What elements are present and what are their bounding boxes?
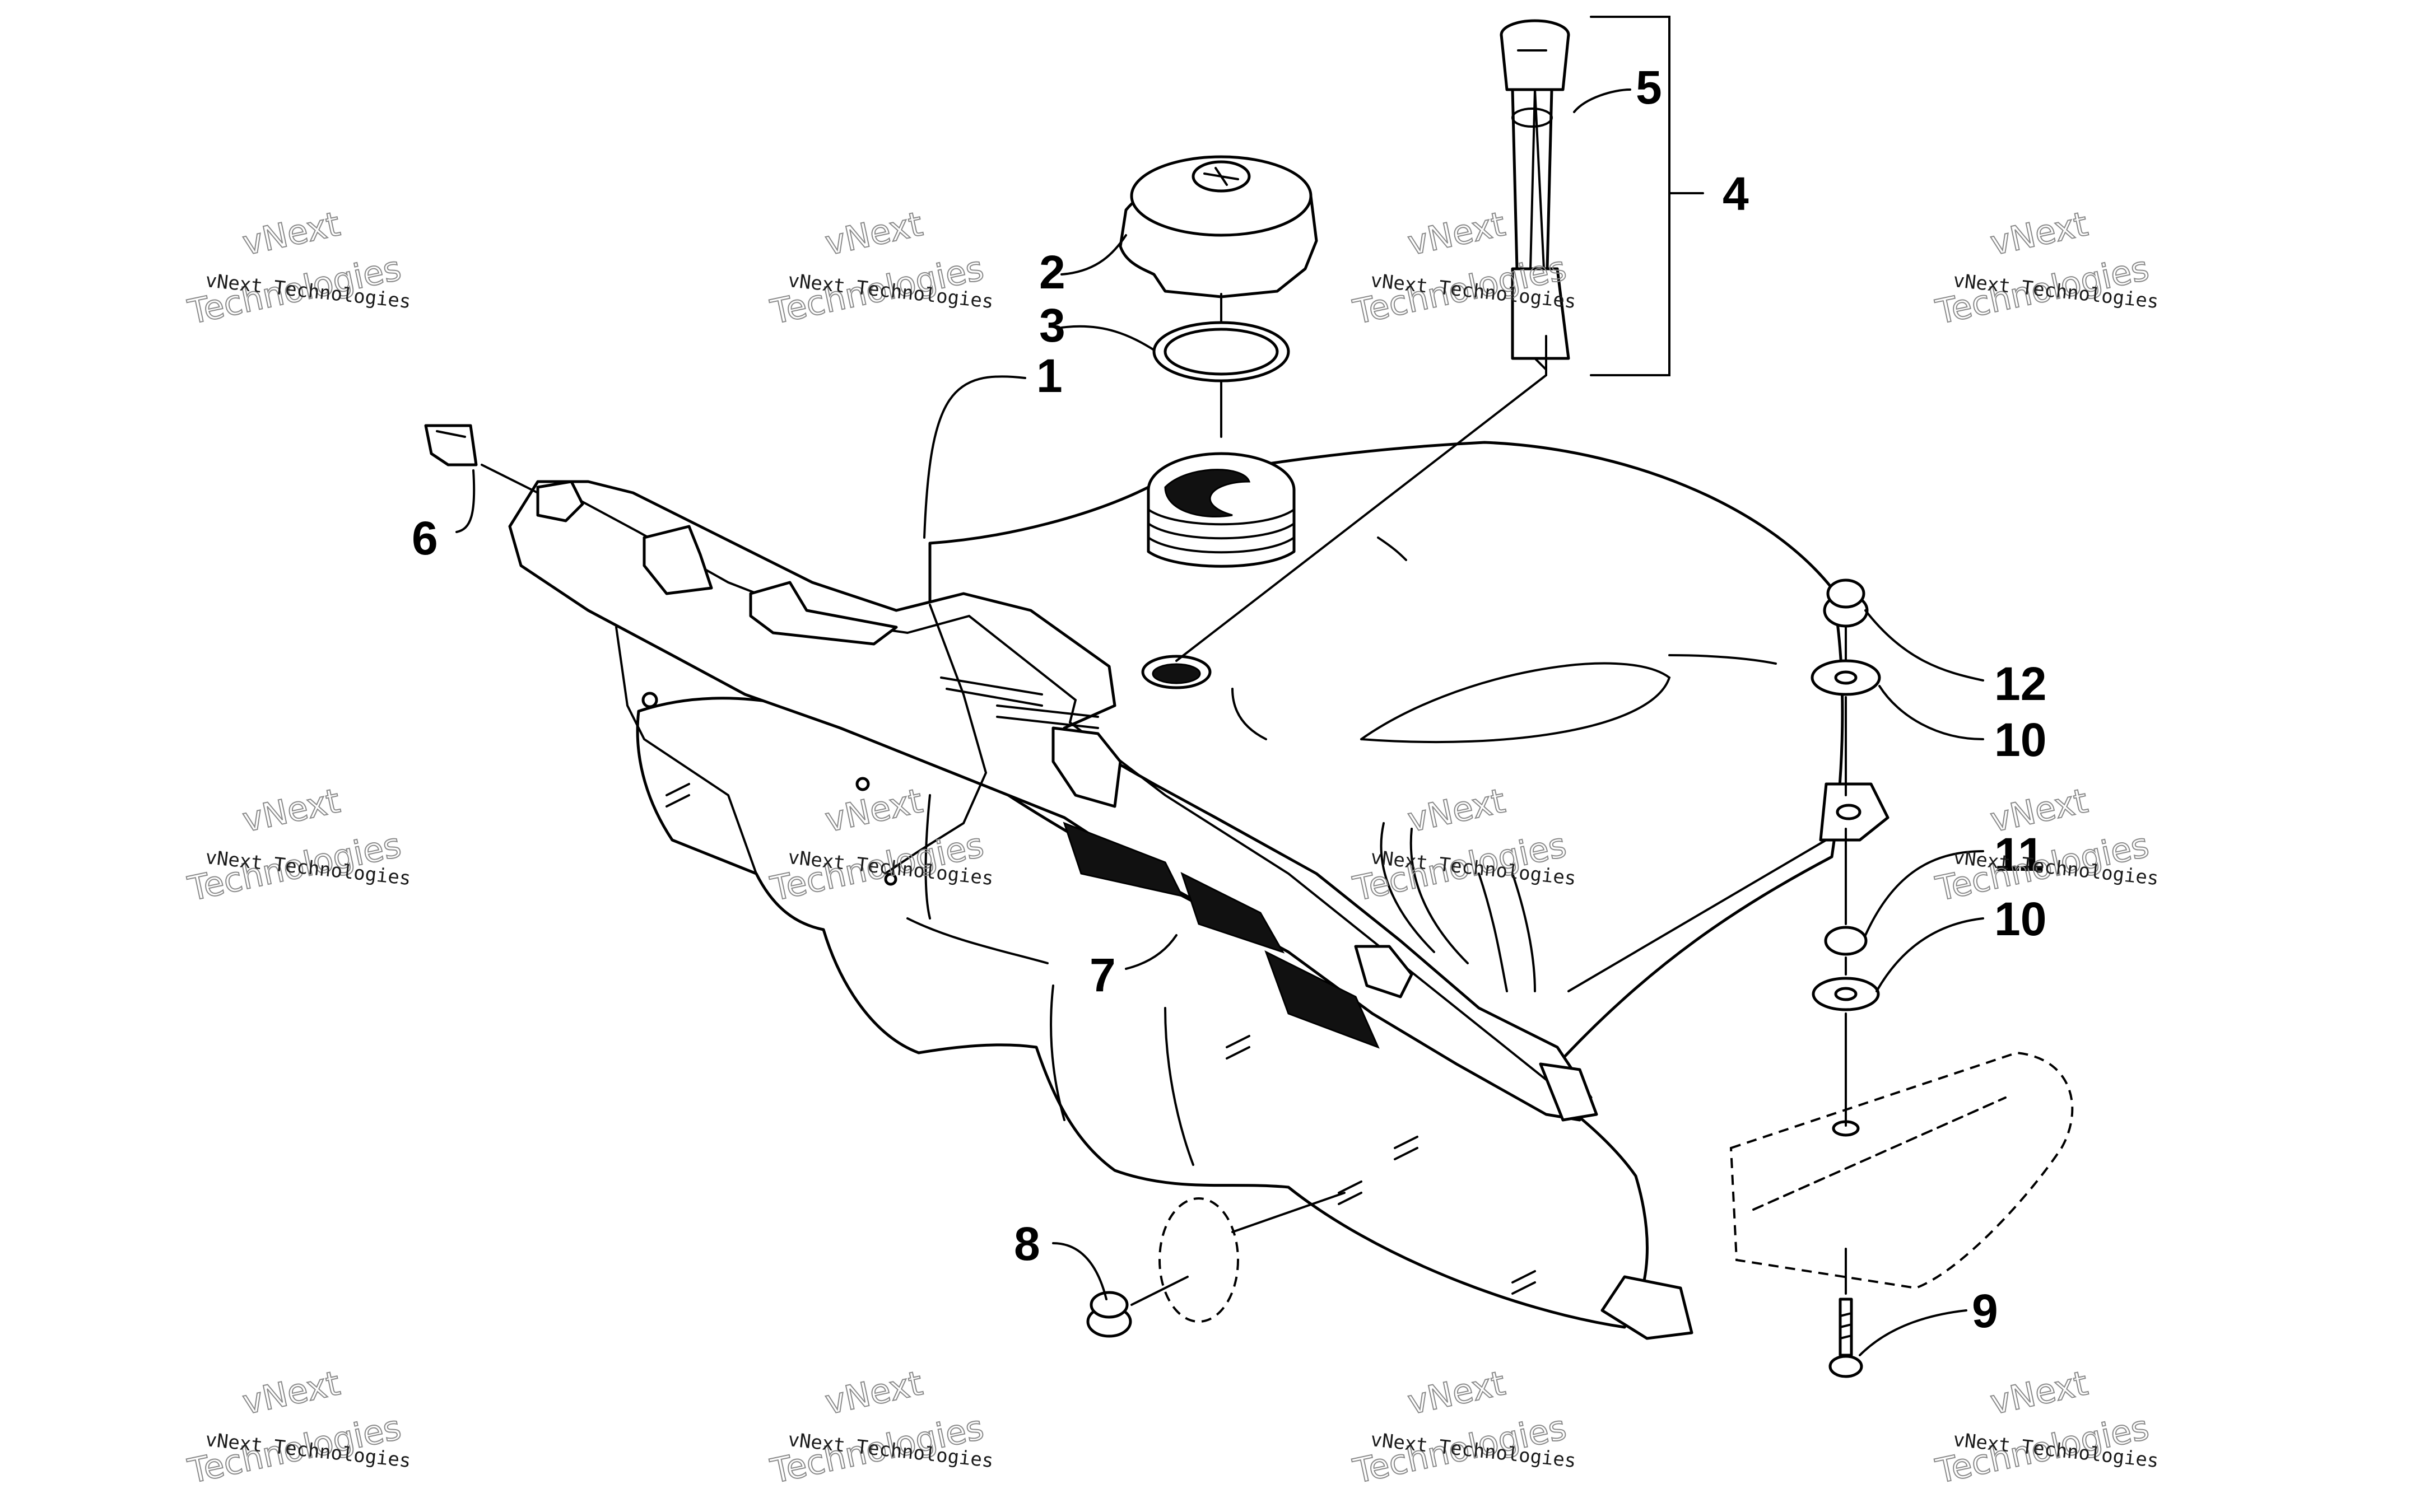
- callout-10-lower: 10: [1994, 893, 2046, 945]
- watermark-brand-5: vNext: [239, 781, 343, 840]
- watermark-brand-4: vNext: [1987, 204, 2091, 263]
- callout-8: 8: [1014, 1217, 1040, 1270]
- flange-nut: [1086, 1291, 1132, 1338]
- watermark-brand-11: vNext: [1404, 1364, 1509, 1422]
- filler-neck: [1147, 452, 1296, 568]
- fuel-cap: [1119, 155, 1318, 298]
- callout-3: 3: [1039, 299, 1065, 352]
- clip-nut: [424, 424, 478, 466]
- callout-4: 4: [1723, 167, 1749, 220]
- callout-2: 2: [1039, 246, 1065, 298]
- watermark-brand-9: vNext: [239, 1364, 343, 1422]
- callout-10-upper: 10: [1994, 713, 2046, 766]
- watermark-brand-12: vNext: [1987, 1364, 2091, 1422]
- cap-gasket: [1152, 321, 1290, 382]
- footwell-panel: [1729, 1051, 2074, 1290]
- watermark-brand-1: vNext: [239, 204, 343, 263]
- watermark-brand-10: vNext: [822, 1364, 926, 1422]
- watermark-brand-3: vNext: [1404, 204, 1509, 263]
- mounting-grommet: [1158, 1197, 1239, 1323]
- tank-mounting-frame: [508, 480, 1693, 1340]
- callout-labels: 1 2 3 4 5 6 7 8 9 10 10 11 12: [412, 61, 2046, 1337]
- callout-12: 12: [1994, 657, 2046, 710]
- upper-washer: [1811, 659, 1881, 696]
- callout-7: 7: [1090, 949, 1116, 1001]
- mounting-bolt: [1828, 1298, 1863, 1378]
- callout-1: 1: [1036, 349, 1063, 402]
- callout-6: 6: [412, 512, 438, 564]
- watermark-brand-2: vNext: [822, 204, 926, 263]
- lower-washer: [1812, 977, 1880, 1011]
- callout-9: 9: [1972, 1285, 1998, 1337]
- callout-11: 11: [1994, 828, 2044, 881]
- callout-5: 5: [1636, 61, 1662, 114]
- fuel-sender-assembly: [1500, 19, 1570, 371]
- top-nut: [1823, 578, 1869, 628]
- item-4-bracket: [1590, 16, 1704, 376]
- sender-port: [1141, 655, 1212, 689]
- lower-nut: [1824, 926, 1868, 956]
- mounting-bracket: [1567, 782, 1890, 992]
